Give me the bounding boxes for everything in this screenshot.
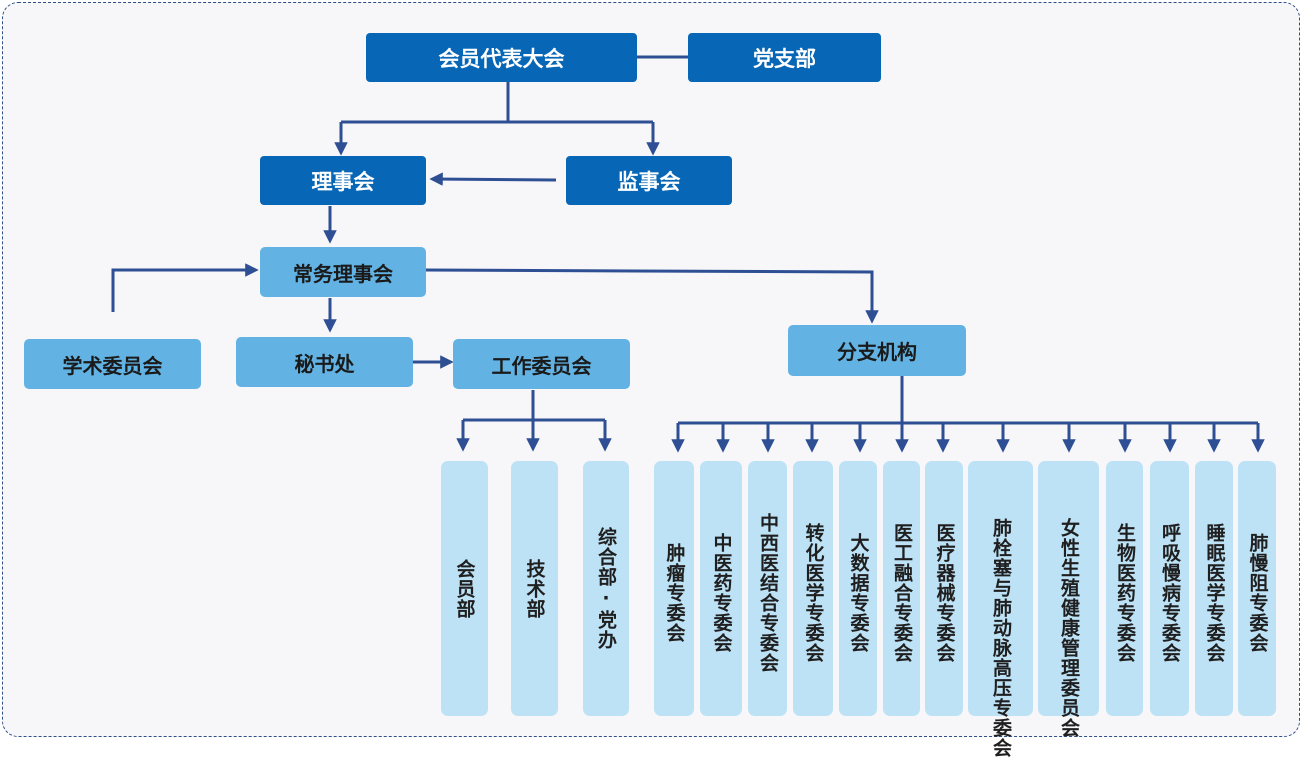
committee-label: 中西医结合专委会 [757,512,779,673]
secretariat-label: 秘书处 [294,351,355,376]
branches-label: 分支机构 [837,340,917,364]
academic-committee-label: 学术委员会 [62,353,163,378]
supervisory-board-box: 监事会 [566,156,732,205]
standing-council-label: 常务理事会 [293,261,393,286]
committee-item: 医工融合专委会 [883,461,920,716]
committee-item: 中西医结合专委会 [748,461,787,716]
committee-label: 中医药专委会 [710,532,733,653]
branches-box: 分支机构 [788,325,966,376]
committee-label: 转化医学专委会 [802,522,825,663]
committee-label: 呼吸慢病专委会 [1159,522,1181,663]
committee-label: 女性生殖健康管理委员会 [1058,517,1080,738]
department-technical: 技术部 [511,461,558,716]
committee-item: 转化医学专委会 [793,461,833,716]
committee-label: 肺栓塞与肺动脉高压专委会 [990,517,1012,758]
committee-label: 医工融合专委会 [891,522,913,663]
committee-label: 医疗器械专委会 [933,522,956,663]
committee-label: 睡眠医学专委会 [1203,522,1226,663]
council-box: 理事会 [260,156,426,205]
committee-item: 中医药专委会 [700,461,742,716]
council-label: 理事会 [311,169,375,194]
committee-item: 肿瘤专委会 [654,461,694,716]
committee-label: 肺慢阻专委会 [1246,532,1269,653]
secretariat-box: 秘书处 [236,337,413,387]
committee-item: 大数据专委会 [839,461,877,716]
department-label: 技术部 [523,558,546,619]
committee-item: 医疗器械专委会 [925,461,963,716]
department-label: 会员部 [453,558,476,619]
academic-committee-box: 学术委员会 [24,339,201,389]
committee-item: 女性生殖健康管理委员会 [1038,461,1099,738]
assembly-label: 会员代表大会 [438,46,565,71]
standing-council-box: 常务理事会 [260,247,426,297]
working-committee-box: 工作委员会 [453,339,630,389]
working-committee-label: 工作委员会 [491,353,592,378]
party-branch-box: 党支部 [688,33,881,82]
committee-item: 呼吸慢病专委会 [1150,461,1189,716]
committee-label: 大数据专委会 [847,532,870,653]
supervisory-board-label: 监事会 [617,169,681,194]
department-member: 会员部 [441,461,488,716]
committee-label: 肿瘤专委会 [663,542,686,643]
committee-item: 肺慢阻专委会 [1238,461,1276,716]
committee-label: 生物医药专委会 [1114,522,1136,663]
department-label: 综合部·党办 [595,527,617,650]
committee-item: 睡眠医学专委会 [1195,461,1233,716]
department-general: 综合部·党办 [583,461,629,716]
assembly-box: 会员代表大会 [366,33,637,82]
connector-lines [111,55,1265,453]
party-branch-label: 党支部 [753,46,816,71]
committee-item: 肺栓塞与肺动脉高压专委会 [968,461,1033,758]
committee-item: 生物医药专委会 [1106,461,1143,716]
